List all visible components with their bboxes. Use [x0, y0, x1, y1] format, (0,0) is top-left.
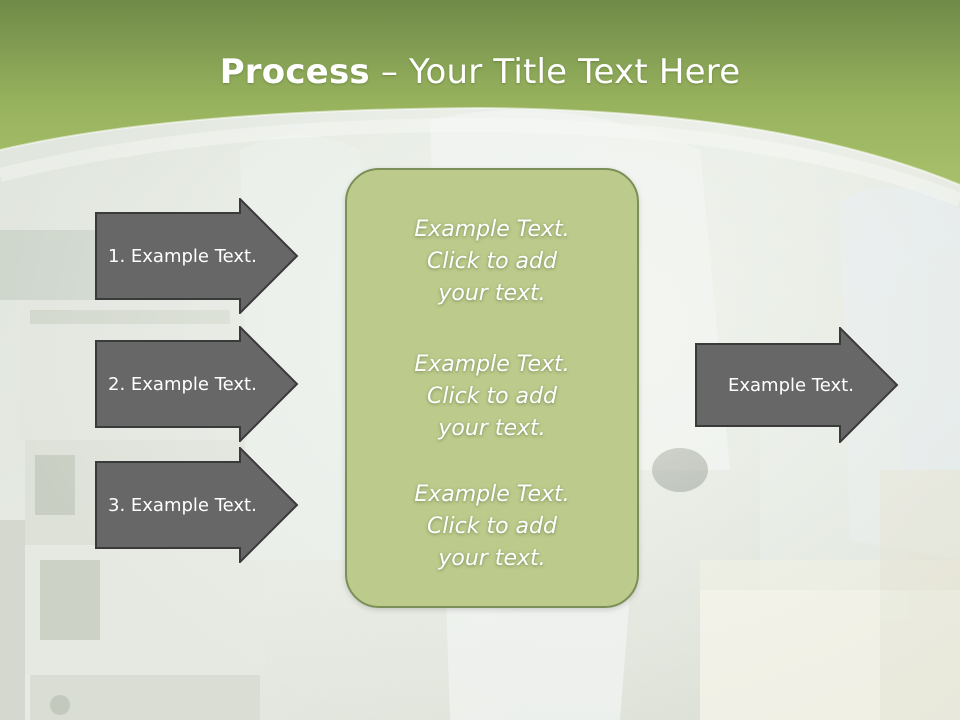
arrow-result-label: Example Text.: [728, 374, 854, 396]
arrow-shape: [95, 196, 299, 316]
arrow-step-3[interactable]: 3. Example Text.: [95, 445, 299, 565]
center-text-block-1: Example Text. Click to add your text.: [347, 214, 637, 310]
slide-title-rest: – Your Title Text Here: [369, 52, 741, 92]
center-line: Example Text.: [414, 217, 570, 242]
center-line: Example Text.: [414, 482, 570, 507]
center-line: your text.: [438, 416, 546, 441]
arrow-step-1-label: 1. Example Text.: [108, 245, 257, 267]
center-text-block-3: Example Text. Click to add your text.: [347, 479, 637, 575]
arrow-step-2[interactable]: 2. Example Text.: [95, 324, 299, 444]
arrow-shape: [695, 325, 899, 445]
arrow-step-1[interactable]: 1. Example Text.: [95, 196, 299, 316]
slide-title-bold: Process: [219, 52, 370, 92]
arrow-result[interactable]: Example Text.: [695, 325, 899, 445]
arrow-shape: [95, 445, 299, 565]
center-line: Click to add: [427, 249, 557, 274]
center-line: your text.: [438, 546, 546, 571]
slide-title[interactable]: Process – Your Title Text Here: [0, 52, 960, 92]
center-line: Click to add: [427, 384, 557, 409]
arrow-shape: [95, 324, 299, 444]
arrow-step-3-label: 3. Example Text.: [108, 494, 257, 516]
center-line: Example Text.: [414, 352, 570, 377]
center-text-block-2: Example Text. Click to add your text.: [347, 349, 637, 445]
center-line: Click to add: [427, 514, 557, 539]
center-text-box[interactable]: Example Text. Click to add your text. Ex…: [345, 168, 639, 608]
center-line: your text.: [438, 281, 546, 306]
arrow-step-2-label: 2. Example Text.: [108, 373, 257, 395]
